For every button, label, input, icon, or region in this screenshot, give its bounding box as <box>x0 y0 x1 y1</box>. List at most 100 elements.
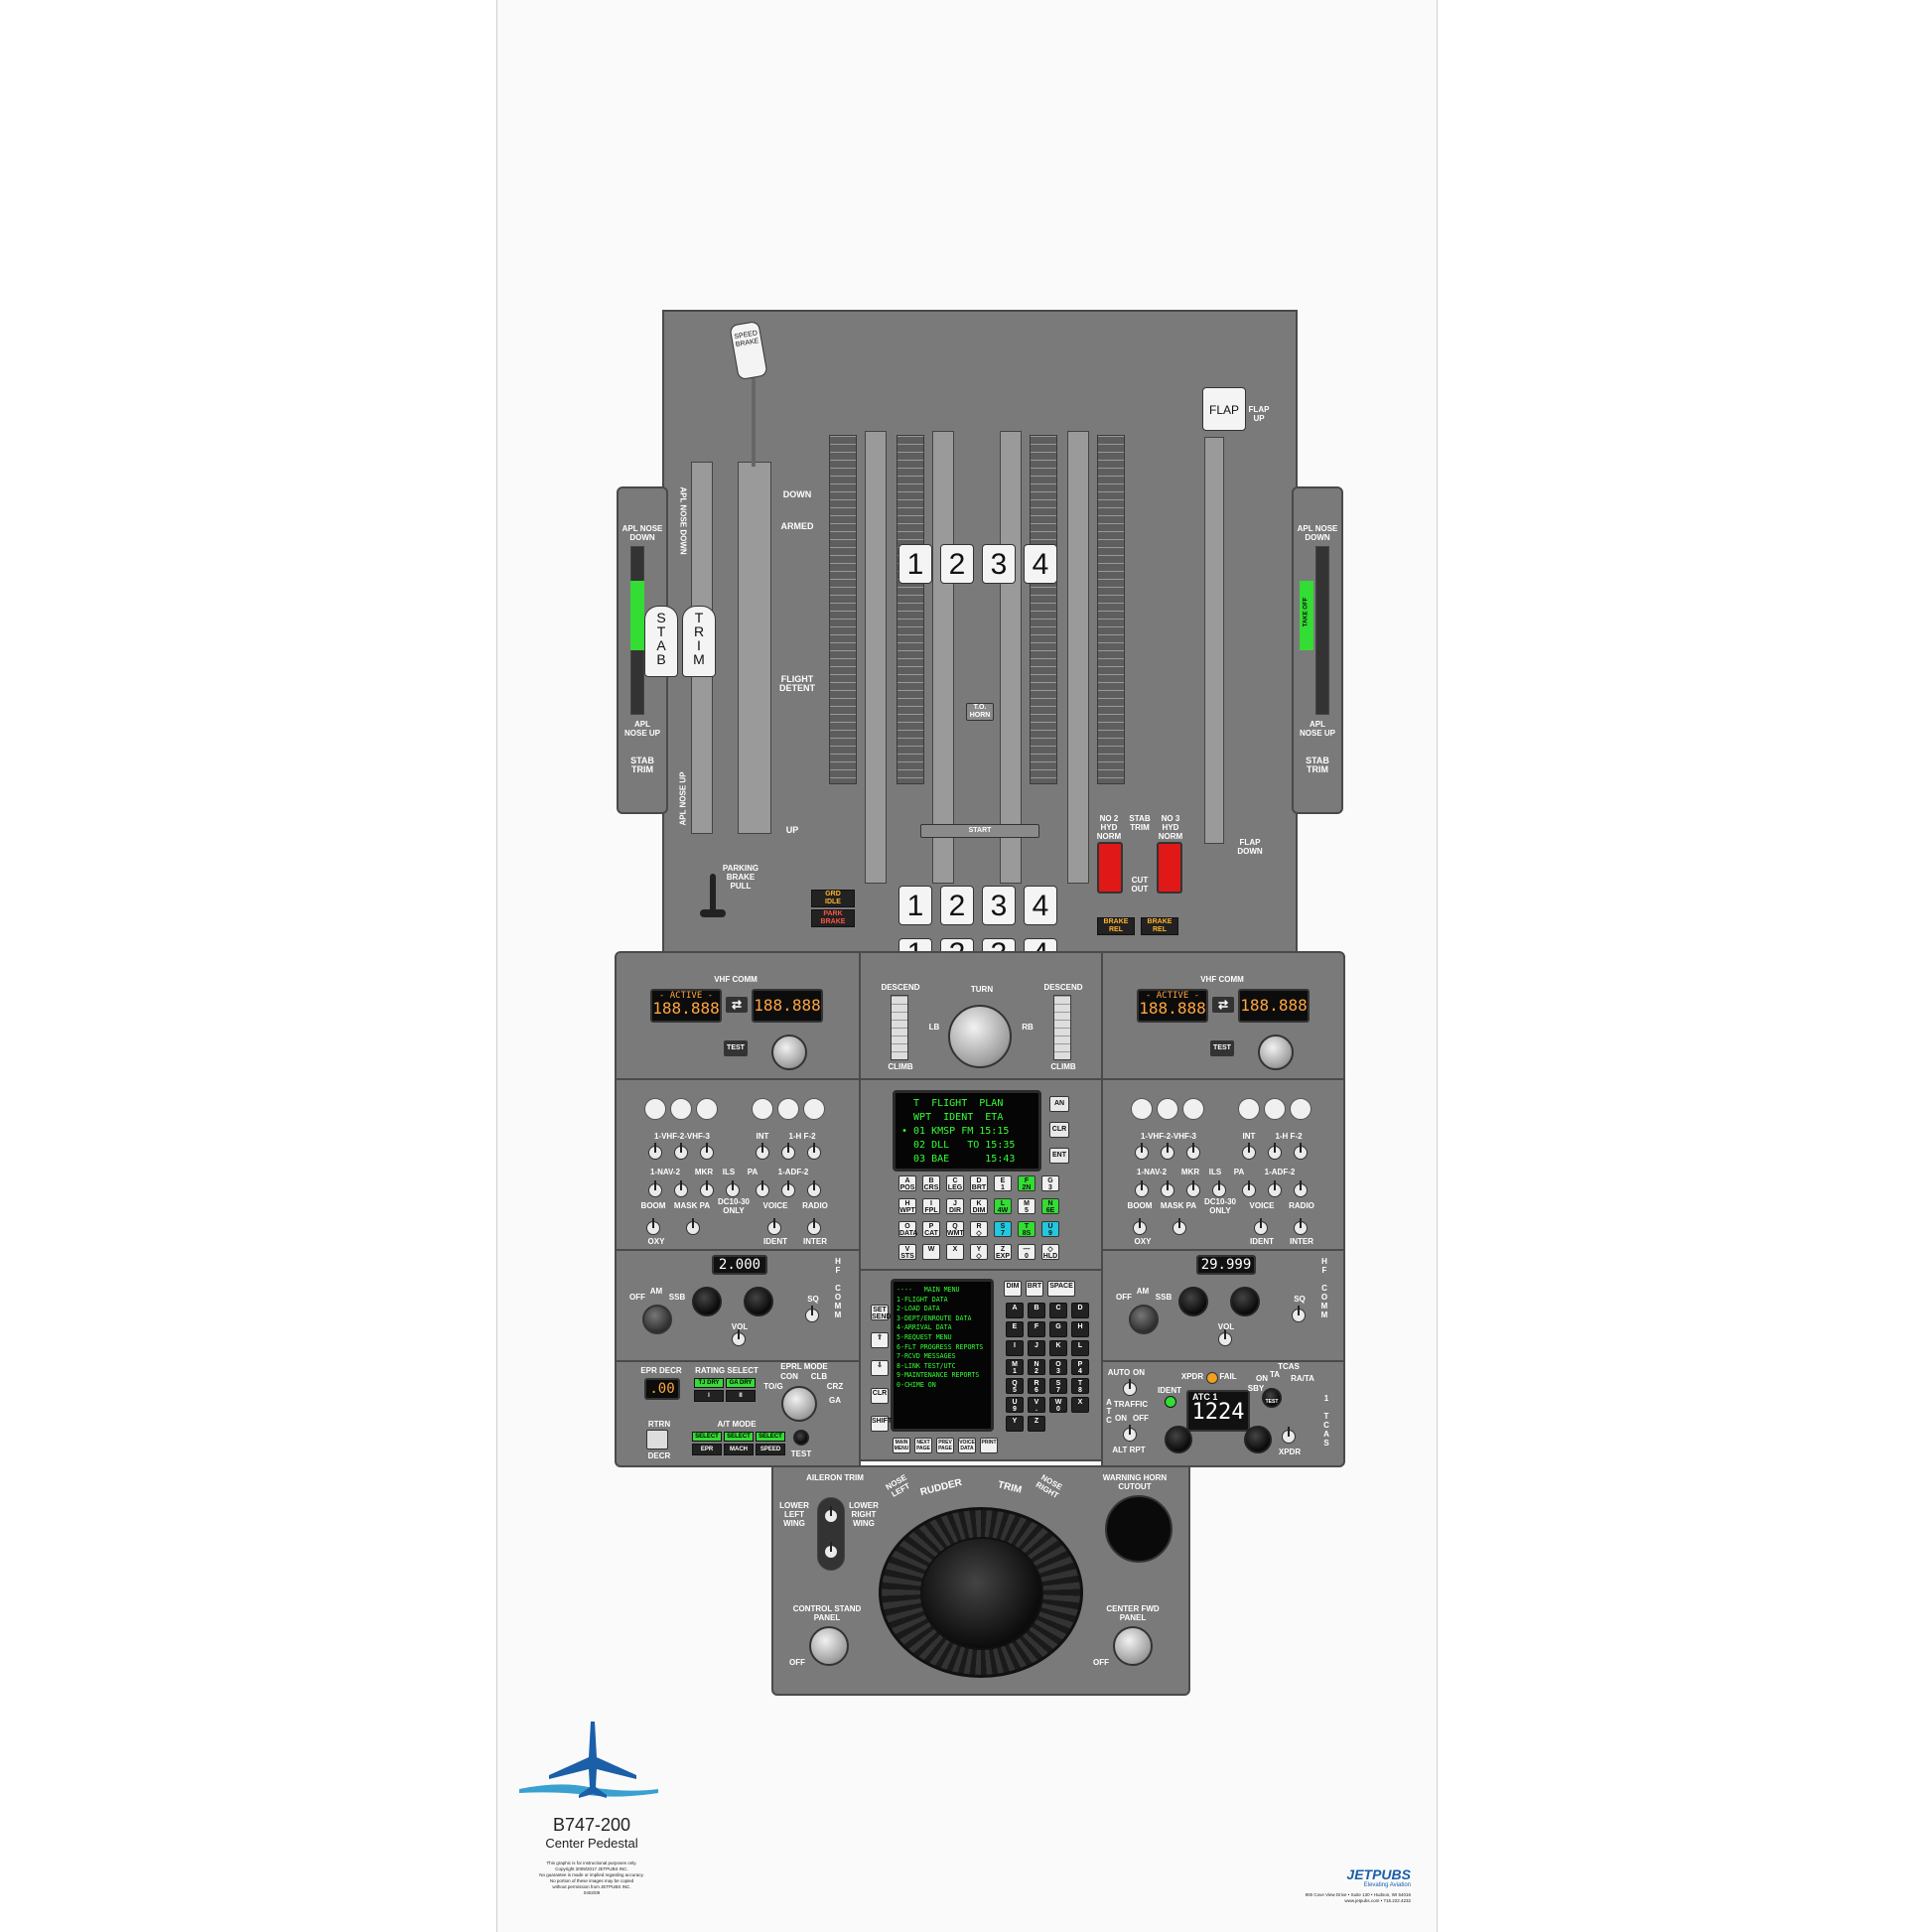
acars-bottom-key[interactable]: VOICE DATA <box>958 1438 976 1453</box>
audio-left-maskpa-toggle[interactable] <box>686 1218 700 1235</box>
atc-code-knob-right[interactable] <box>1244 1426 1272 1453</box>
audio-left-int-toggle[interactable] <box>756 1143 769 1160</box>
acars-alpha-key[interactable]: L <box>1071 1340 1089 1356</box>
cdu-top-key[interactable]: B CRS <box>922 1175 940 1191</box>
audio-right-mkr-toggle[interactable] <box>1186 1180 1200 1197</box>
atc-ident-button[interactable] <box>1165 1396 1176 1408</box>
audio-left-ils-toggle[interactable] <box>726 1180 740 1197</box>
cdu-top-key[interactable]: — 0 <box>1018 1244 1035 1260</box>
cdu-top-key[interactable]: F 2N <box>1018 1175 1035 1191</box>
audio-right-int-toggle[interactable] <box>1242 1143 1256 1160</box>
audio-right-nav1-toggle[interactable] <box>1135 1180 1149 1197</box>
cdu-top-key[interactable]: Y ◇ <box>970 1244 988 1260</box>
audio-left-boom-toggle[interactable] <box>646 1218 660 1235</box>
acars-left-key[interactable]: ⇧ <box>871 1332 889 1348</box>
hf-left-freq-knob-2[interactable] <box>744 1287 773 1316</box>
stab-trim-lever-right[interactable]: T R I M <box>682 606 716 677</box>
audio-left-vhf3-toggle[interactable] <box>700 1143 714 1160</box>
hf-right-freq-knob-2[interactable] <box>1230 1287 1260 1316</box>
audio-left-nav1-toggle[interactable] <box>648 1180 662 1197</box>
at-mach-button[interactable]: MACH <box>724 1444 754 1455</box>
cdu-top-key[interactable]: ◇ HLD <box>1041 1244 1059 1260</box>
acars-alpha-key[interactable]: U 9 <box>1006 1397 1024 1413</box>
acars-top-key[interactable]: SPACE <box>1047 1281 1075 1297</box>
reverse-thrust-lever-2[interactable]: 2 <box>940 544 974 584</box>
acars-alpha-key[interactable]: F <box>1028 1321 1045 1337</box>
acars-alpha-key[interactable]: Y <box>1006 1416 1024 1432</box>
cdu-top-key[interactable]: I FPL <box>922 1198 940 1214</box>
at-select-mach-top[interactable]: SELECT <box>724 1432 754 1442</box>
hf-left-sq-knob[interactable] <box>805 1306 819 1322</box>
acars-alpha-key[interactable]: G <box>1049 1321 1067 1337</box>
vhf-left-transfer-button[interactable]: ⇄ <box>726 997 748 1013</box>
hf-right-mode-knob[interactable] <box>1129 1305 1159 1334</box>
acars-alpha-key[interactable]: Z <box>1028 1416 1045 1432</box>
cdu-top-key[interactable]: D BRT <box>970 1175 988 1191</box>
at-test-button[interactable] <box>793 1430 809 1446</box>
cdu-top-key[interactable]: M 5 <box>1018 1198 1035 1214</box>
cdu-top-key[interactable]: P CAT <box>922 1221 940 1237</box>
hf-right-vol-knob[interactable] <box>1218 1329 1232 1346</box>
rating-ga-dry-button[interactable]: GA DRY <box>726 1378 756 1388</box>
acars-top-key[interactable]: DIM <box>1004 1281 1022 1297</box>
atc-code-knob-left[interactable] <box>1165 1426 1192 1453</box>
eprl-mode-knob[interactable] <box>781 1386 817 1422</box>
at-select-epr-top[interactable]: SELECT <box>692 1432 722 1442</box>
cdu-top-key[interactable]: W <box>922 1244 940 1260</box>
acars-alpha-key[interactable]: M 1 <box>1006 1359 1024 1375</box>
xpdr-select-toggle[interactable] <box>1282 1427 1296 1444</box>
acars-alpha-key[interactable]: R 6 <box>1028 1378 1045 1394</box>
hf-right-sq-knob[interactable] <box>1292 1306 1306 1322</box>
acars-alpha-key[interactable]: T 8 <box>1071 1378 1089 1394</box>
center-fwd-light-knob[interactable] <box>1113 1626 1153 1666</box>
vhf-left-test-button[interactable]: TEST <box>724 1040 748 1056</box>
acars-alpha-key[interactable]: N 2 <box>1028 1359 1045 1375</box>
audio-right-vhf2-toggle[interactable] <box>1161 1143 1174 1160</box>
hf-right-freq-knob-1[interactable] <box>1178 1287 1208 1316</box>
audio-right-adf1-toggle[interactable] <box>1268 1180 1282 1197</box>
thrust-lever-2[interactable]: 2 <box>940 886 974 925</box>
acars-bottom-key[interactable]: MAIN MENU <box>893 1438 910 1453</box>
thrust-lever-4[interactable]: 4 <box>1024 886 1057 925</box>
cdu-clr-button[interactable]: CLR <box>1049 1122 1069 1138</box>
audio-right-voice-toggle[interactable] <box>1254 1218 1268 1235</box>
audio-right-radio-toggle[interactable] <box>1294 1218 1308 1235</box>
cdu-top-key[interactable]: Z EXP <box>994 1244 1012 1260</box>
acars-left-key[interactable]: SET SEND <box>871 1305 892 1320</box>
audio-left-adf1-toggle[interactable] <box>781 1180 795 1197</box>
audio-right-vhf3-toggle[interactable] <box>1186 1143 1200 1160</box>
cdu-top-key[interactable]: V STS <box>898 1244 916 1260</box>
acars-alpha-key[interactable]: I <box>1006 1340 1024 1356</box>
thrust-lever-3[interactable]: 3 <box>982 886 1016 925</box>
parking-brake-handle[interactable] <box>710 874 716 913</box>
acars-bottom-key[interactable]: PREV PAGE <box>936 1438 954 1453</box>
hf-left-mode-knob[interactable] <box>642 1305 672 1334</box>
acars-alpha-key[interactable]: A <box>1006 1303 1024 1318</box>
cdu-top-key[interactable]: N 6E <box>1041 1198 1059 1214</box>
cdu-top-key[interactable]: K DIM <box>970 1198 988 1214</box>
cdu-top-key[interactable]: C LEG <box>946 1175 964 1191</box>
cdu-top-key[interactable]: T 8S <box>1018 1221 1035 1237</box>
audio-left-pa-toggle[interactable] <box>756 1180 769 1197</box>
ap-pitch-wheel-right[interactable] <box>1053 995 1071 1060</box>
ap-turn-knob[interactable] <box>948 1005 1012 1068</box>
audio-left-adf2-toggle[interactable] <box>807 1180 821 1197</box>
acars-bottom-key[interactable]: NEXT PAGE <box>914 1438 932 1453</box>
audio-left-hf1-toggle[interactable] <box>781 1143 795 1160</box>
cdu-top-key[interactable]: L 4W <box>994 1198 1012 1214</box>
reverse-thrust-lever-4[interactable]: 4 <box>1024 544 1057 584</box>
flap-handle[interactable]: FLAP <box>1202 387 1246 431</box>
acars-alpha-key[interactable]: C <box>1049 1303 1067 1318</box>
acars-alpha-key[interactable]: E <box>1006 1321 1024 1337</box>
audio-right-vhf1-toggle[interactable] <box>1135 1143 1149 1160</box>
acars-alpha-key[interactable]: P 4 <box>1071 1359 1089 1375</box>
audio-left-voice-toggle[interactable] <box>767 1218 781 1235</box>
acars-alpha-key[interactable]: V . <box>1028 1397 1045 1413</box>
hf-left-freq-knob-1[interactable] <box>692 1287 722 1316</box>
audio-left-vhf1-toggle[interactable] <box>648 1143 662 1160</box>
cdu-top-key[interactable]: Q WMT <box>946 1221 964 1237</box>
acars-alpha-key[interactable]: O 3 <box>1049 1359 1067 1375</box>
audio-right-adf2-toggle[interactable] <box>1294 1180 1308 1197</box>
cdu-an-button[interactable]: AN <box>1049 1096 1069 1112</box>
atc-auto-toggle[interactable] <box>1123 1379 1137 1396</box>
